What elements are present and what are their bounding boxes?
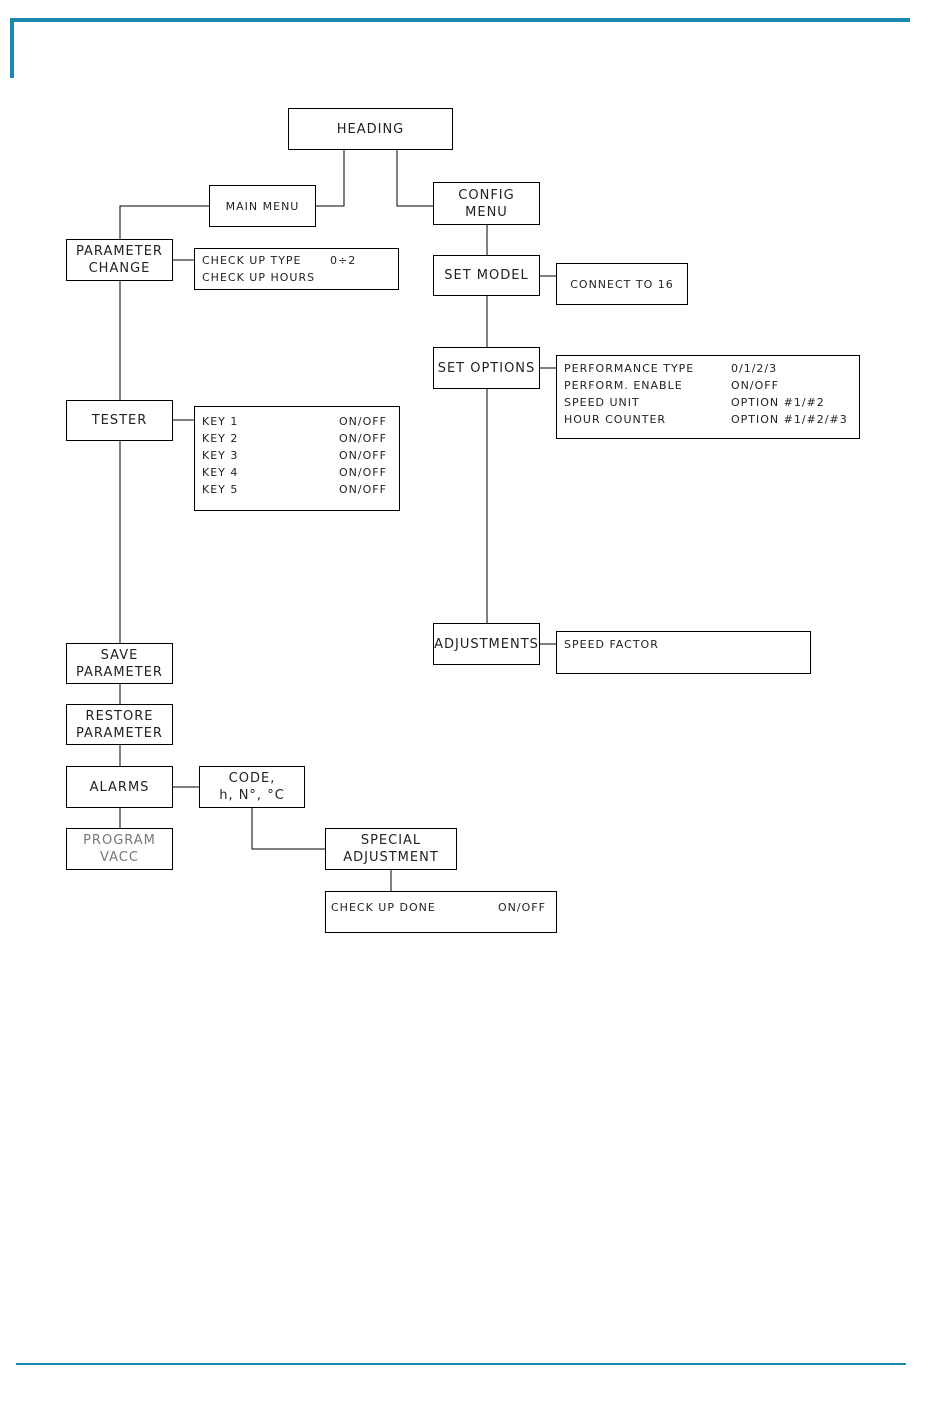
row-key: KEY 4 — [202, 466, 239, 479]
panel-row: CHECK UP TYPE 0÷2 — [202, 252, 392, 269]
panel-row: KEY 2 ON/OFF — [202, 430, 393, 447]
save-parameter-node: SAVE PARAMETER — [66, 643, 173, 684]
link-heading-main-menu — [316, 149, 345, 207]
options-panel: PERFORMANCE TYPE 0/1/2/3 PERFORM. ENABLE… — [556, 355, 860, 439]
panel-row: KEY 3 ON/OFF — [202, 447, 393, 464]
link-main-menu-spine — [119, 205, 209, 239]
adjustments-node: ADJUSTMENTS — [433, 623, 540, 665]
top-accent-rule — [10, 18, 910, 22]
panel-row: KEY 1 ON/OFF — [202, 413, 393, 430]
row-key: SPEED FACTOR — [564, 638, 659, 651]
link-code-special — [251, 808, 325, 850]
connect-panel: CONNECT TO 16 — [556, 263, 688, 305]
row-key: SPEED UNIT — [564, 396, 640, 409]
bottom-accent-rule — [16, 1363, 906, 1365]
row-key: KEY 1 — [202, 415, 239, 428]
keys-panel: KEY 1 ON/OFF KEY 2 ON/OFF KEY 3 ON/OFF K… — [194, 406, 400, 511]
restore-parameter-node: RESTORE PARAMETER — [66, 704, 173, 745]
row-value: ON/OFF — [339, 466, 387, 479]
row-key: PERFORM. ENABLE — [564, 379, 683, 392]
row-value: ON/OFF — [339, 415, 387, 428]
row-value: 0÷2 — [330, 254, 357, 267]
row-value: OPTION #1/#2/#3 — [731, 413, 848, 426]
special-adjustment-node: SPECIAL ADJUSTMENT — [325, 828, 457, 870]
check-up-done-panel: CHECK UP DONE ON/OFF — [325, 891, 557, 933]
row-key: KEY 5 — [202, 483, 239, 496]
parameter-change-node: PARAMETER CHANGE — [66, 239, 173, 281]
panel-row: KEY 5 ON/OFF — [202, 481, 393, 498]
row-value: ON/OFF — [339, 432, 387, 445]
panel-row: SPEED FACTOR — [564, 636, 804, 653]
row-value: ON/OFF — [731, 379, 779, 392]
row-value: ON/OFF — [498, 901, 546, 914]
row-value: 0/1/2/3 — [731, 362, 778, 375]
panel-row: CHECK UP HOURS — [202, 269, 392, 286]
link-heading-config-menu — [396, 149, 433, 207]
panel-row: PERFORMANCE TYPE 0/1/2/3 — [564, 360, 853, 377]
alarms-node: ALARMS — [66, 766, 173, 808]
panel-row: PERFORM. ENABLE ON/OFF — [564, 377, 853, 394]
heading-node: HEADING — [288, 108, 453, 150]
code-node: CODE, h, N°, °C — [199, 766, 305, 808]
row-key: PERFORMANCE TYPE — [564, 362, 695, 375]
row-value: ON/OFF — [339, 449, 387, 462]
main-menu-node: MAIN MENU — [209, 185, 316, 227]
tester-node: TESTER — [66, 400, 173, 441]
row-value: ON/OFF — [339, 483, 387, 496]
side-accent-rule — [10, 18, 14, 78]
panel-row: KEY 4 ON/OFF — [202, 464, 393, 481]
panel-row: HOUR COUNTER OPTION #1/#2/#3 — [564, 411, 853, 428]
set-model-node: SET MODEL — [433, 255, 540, 296]
row-key: KEY 2 — [202, 432, 239, 445]
check-up-panel: CHECK UP TYPE 0÷2 CHECK UP HOURS — [194, 248, 399, 290]
row-value: OPTION #1/#2 — [731, 396, 825, 409]
row-key: CHECK UP TYPE — [202, 254, 302, 267]
row-key: CHECK UP HOURS — [202, 271, 316, 284]
panel-row: CHECK UP DONE ON/OFF — [331, 899, 550, 916]
program-vacc-node: PROGRAM VACC — [66, 828, 173, 870]
connect-text: CONNECT TO 16 — [570, 277, 674, 291]
row-key: HOUR COUNTER — [564, 413, 667, 426]
set-options-node: SET OPTIONS — [433, 347, 540, 389]
row-key: CHECK UP DONE — [331, 901, 436, 914]
speed-factor-panel: SPEED FACTOR — [556, 631, 811, 674]
row-key: KEY 3 — [202, 449, 239, 462]
panel-row: SPEED UNIT OPTION #1/#2 — [564, 394, 853, 411]
config-menu-node: CONFIG MENU — [433, 182, 540, 225]
